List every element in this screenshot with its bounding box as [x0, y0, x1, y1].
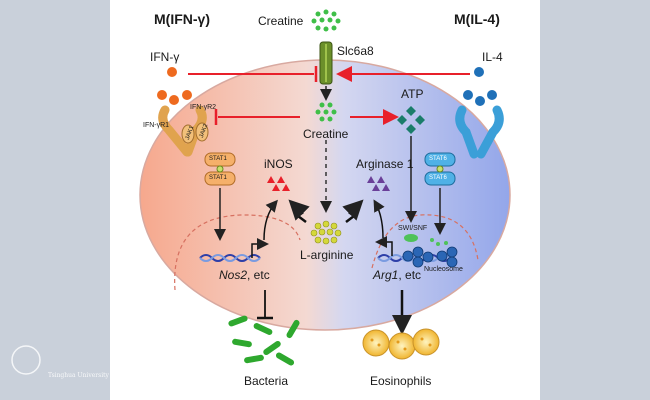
arginase-triangles: [367, 176, 390, 191]
creatine-mid-dots: [315, 102, 337, 122]
dna-helix: [199, 254, 261, 262]
creatine-top-dots: [311, 9, 341, 32]
eosinophil-cell: [362, 328, 440, 360]
label-stat1-b: STAT1: [209, 175, 227, 181]
macrophage-cell: [139, 59, 511, 331]
label-eosinophils: Eosinophils: [370, 374, 432, 388]
watermark-news: NEWS: [165, 372, 189, 380]
label-arginase: Arginase 1: [356, 157, 414, 171]
label-ifngr1: IFN-γR1: [143, 122, 170, 129]
label-nucleosome: Nucleosome: [424, 266, 463, 273]
inos-triangles: [267, 176, 290, 191]
label-creatine-mid: Creatine: [303, 127, 349, 141]
label-stat6-b: STAT6: [429, 175, 447, 181]
label-transporter: Slc6a8: [337, 44, 374, 58]
larginine-to-inos: [288, 199, 310, 223]
news-logo-icon: [164, 345, 190, 369]
header-right: M(IL-4): [454, 11, 500, 27]
receptor-il4r: [455, 105, 504, 159]
label-creatine-top: Creatine: [258, 14, 304, 28]
watermark-university: Tsinghua University: [48, 372, 109, 379]
label-arg1: Arg1: [373, 268, 399, 282]
label-atp: ATP: [401, 87, 424, 101]
nucleus-right: [371, 214, 479, 269]
bacteria-rod: [228, 315, 300, 366]
label-nos2-gene: Nos2, etc: [219, 269, 270, 281]
transporter-channel: [319, 41, 333, 85]
label-bacteria: Bacteria: [244, 374, 289, 388]
larginine-dots: [310, 220, 342, 245]
il4-ligand: [463, 67, 497, 106]
receptor-ifngr: [158, 105, 209, 157]
atp-molecules: [397, 106, 425, 134]
label-swisnf: SWI/SNF: [398, 225, 428, 232]
nucleosome-cluster: [402, 246, 458, 268]
larginine-to-arginase: [342, 199, 364, 223]
label-nos2: Nos2: [219, 268, 248, 282]
label-stat1-a: STAT1: [209, 156, 227, 162]
label-arg1-gene: Arg1, etc: [373, 269, 421, 281]
label-il4: IL-4: [482, 50, 503, 64]
stat6-dimer: [424, 152, 456, 186]
ifng-ligand: [157, 67, 192, 105]
label-larginine: L-arginine: [300, 248, 354, 262]
label-inos: iNOS: [264, 157, 293, 171]
stat1-dimer: [204, 152, 236, 186]
university-seal-icon: [11, 345, 41, 375]
label-ifngr2: IFN-γR2: [190, 104, 217, 111]
header-left: M(IFN-γ): [154, 11, 210, 27]
label-arg1-suffix: , etc: [398, 268, 422, 282]
label-stat6-a: STAT6: [429, 156, 447, 162]
swisnf-complex: [404, 234, 448, 246]
label-ifng: IFN-γ: [150, 50, 180, 64]
label-nos2-suffix: , etc: [247, 268, 270, 282]
